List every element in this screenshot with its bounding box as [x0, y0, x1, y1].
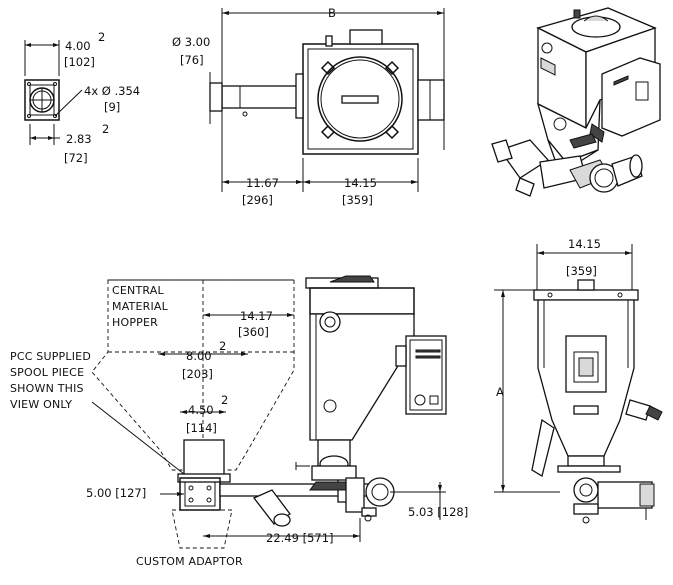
dim-8-00-sup: 2 [219, 339, 226, 353]
spool-label-3: SHOWN THIS [10, 382, 84, 395]
hopper-label-2: MATERIAL [112, 300, 169, 313]
top-left-dim: 11.67 [246, 176, 279, 190]
hopper-label-3: HOPPER [112, 316, 158, 329]
dim-8-00: 8.00 [186, 349, 212, 363]
adaptor-label: CUSTOM ADAPTOR [136, 555, 243, 568]
dim-4-50-sup: 2 [221, 393, 228, 407]
flange-width-label: 4.00 [65, 39, 91, 53]
hopper-label-1: CENTRAL [112, 284, 165, 297]
flange-holes-mm: [9] [104, 100, 120, 114]
dim-8-00-mm: [203] [182, 367, 213, 381]
flange-width-sup: 2 [98, 30, 105, 44]
spool-label-4: VIEW ONLY [10, 398, 72, 411]
flange-spacing-sup: 2 [102, 122, 109, 136]
spool-label-1: PCC SUPPLIED [10, 350, 91, 363]
flange-spacing-label: 2.83 [66, 132, 92, 146]
front-width: 14.15 [568, 237, 601, 251]
top-left-dim-mm: [296] [242, 193, 273, 207]
flange-detail [24, 40, 83, 145]
dim-b-label: B [328, 6, 336, 20]
flange-spacing-mm: [72] [64, 151, 88, 165]
pipe-dia-mm: [76] [180, 53, 204, 67]
isometric-view [491, 7, 661, 197]
flange-holes-label: 4x Ø .354 [84, 84, 140, 98]
pipe-dia-label: Ø 3.00 [172, 35, 210, 49]
hopper-dim-mm: [360] [238, 325, 269, 339]
flange-width-mm: [102] [64, 55, 95, 69]
top-right-dim: 14.15 [344, 176, 377, 190]
dim-5-03: 5.03 [128] [408, 505, 468, 519]
dim-5-00: 5.00 [127] [86, 486, 146, 500]
dim-4-50: 4.50 [188, 403, 214, 417]
front-view [494, 244, 663, 524]
spool-label-2: SPOOL PIECE [10, 366, 84, 379]
side-view [91, 275, 447, 549]
dim-4-50-mm: [114] [186, 421, 217, 435]
front-width-mm: [359] [566, 264, 597, 278]
dim-a-label: A [496, 385, 504, 399]
hopper-dim: 14.17 [240, 309, 273, 323]
dim-22-49: 22.49 [571] [266, 531, 334, 545]
top-view [209, 8, 445, 192]
top-right-dim-mm: [359] [342, 193, 373, 207]
